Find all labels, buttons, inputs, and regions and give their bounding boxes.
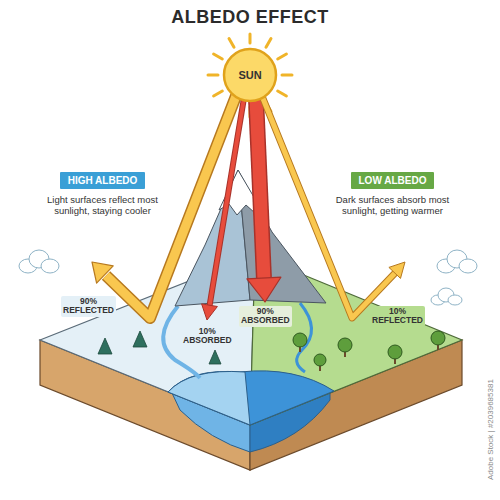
- pine-tree: [209, 350, 221, 364]
- sun-ray: [214, 54, 223, 59]
- arrow-head: [247, 277, 281, 302]
- percentage-label: 10% ABSORBED: [181, 326, 234, 347]
- percentage-label: 90% ABSORBED: [239, 306, 292, 327]
- absorbed-arrow: [256, 98, 264, 280]
- cloud: [41, 259, 59, 273]
- sun-disc: [224, 49, 276, 101]
- sun-ray: [278, 91, 287, 96]
- arrow-head: [389, 262, 405, 278]
- round-tree: [293, 333, 307, 347]
- sun-ray: [278, 54, 287, 59]
- percentage-label: 90% REFLECTED: [61, 296, 116, 317]
- panel-heading: LOW ALBEDO: [351, 172, 435, 189]
- percentage-label: 10% REFLECTED: [370, 306, 425, 327]
- sun-ray: [208, 74, 218, 77]
- round-trees: [293, 331, 445, 371]
- sun-ray: [282, 74, 292, 77]
- panel-description: Dark surfaces absorb most sunlight, gett…: [330, 194, 455, 217]
- panel-heading: HIGH ALBEDO: [60, 172, 146, 189]
- sun-ray: [249, 34, 252, 43]
- sun-circle: SUN: [222, 47, 278, 103]
- sun-ray: [266, 39, 271, 48]
- absorbed-arrow: [210, 98, 245, 306]
- round-tree: [388, 345, 402, 359]
- pine-tree: [98, 338, 112, 354]
- albedo-panel: HIGH ALBEDO Light surfaces reflect most s…: [40, 172, 165, 219]
- round-tree: [431, 331, 445, 345]
- albedo-panel: LOW ALBEDO Dark surfaces absorb most sunl…: [330, 172, 455, 219]
- sun-ray: [229, 39, 234, 48]
- round-tree: [338, 338, 352, 352]
- sun-label: SUN: [238, 69, 261, 81]
- frozen-lake: [168, 371, 250, 425]
- arrow-head: [202, 304, 218, 320]
- panel-description: Light surfaces reflect most sunlight, st…: [40, 194, 165, 217]
- pine-tree: [133, 331, 147, 347]
- diagram-title: ALBEDO EFFECT: [0, 7, 500, 28]
- arrow-head: [92, 262, 113, 283]
- watermark: Adobe Stock | #2039685381: [486, 377, 497, 482]
- round-tree: [314, 354, 326, 366]
- cloud: [448, 295, 462, 305]
- lake: [168, 371, 334, 425]
- sun-ray: [214, 91, 223, 96]
- cloud: [459, 259, 477, 273]
- absorbed-arrow: [210, 98, 245, 306]
- absorbed-arrow: [256, 98, 264, 280]
- mountain: [238, 170, 326, 303]
